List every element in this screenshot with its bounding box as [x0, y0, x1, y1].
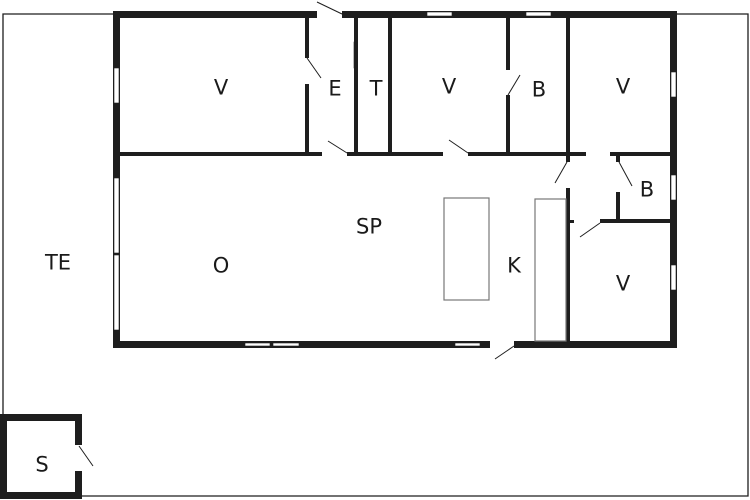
shed [0, 414, 82, 499]
room-label-b2: B [639, 177, 655, 202]
room-label-v3: V [615, 74, 631, 99]
room-label-o: O [212, 253, 230, 278]
interior-walls [113, 16, 672, 344]
kitchen-fixtures [443, 197, 567, 342]
room-label-v1: V [213, 75, 229, 100]
room-label-t: T [369, 76, 383, 101]
room-label-s: S [35, 452, 49, 477]
door-swings [78, 1, 633, 467]
kitchen-island [443, 197, 490, 301]
room-label-sp: SP [356, 214, 382, 239]
terrace-outline [2, 13, 749, 497]
windows [113, 11, 677, 347]
room-label-e: E [328, 76, 342, 101]
kitchen-counter [534, 198, 567, 342]
room-label-b1: B [531, 77, 547, 102]
room-label-v2: V [441, 74, 457, 99]
room-label-k: K [507, 253, 521, 278]
room-label-te: TE [44, 250, 72, 275]
room-label-v4: V [615, 271, 631, 296]
exterior-walls [113, 11, 677, 348]
